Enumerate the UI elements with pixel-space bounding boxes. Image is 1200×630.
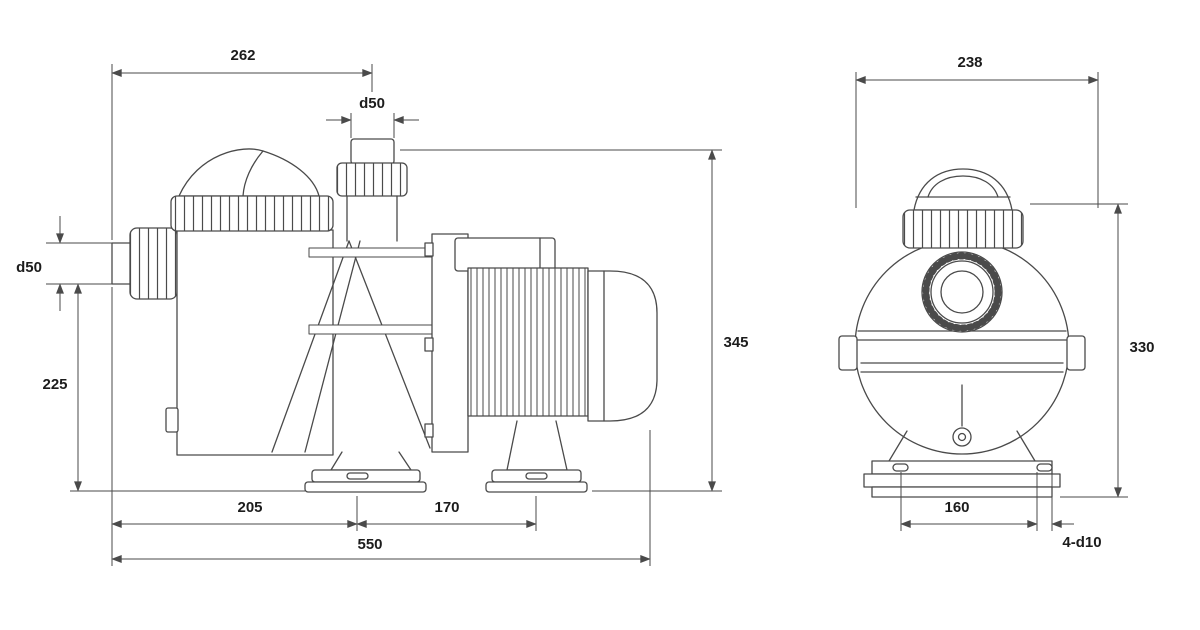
dim-label-205: 205 xyxy=(237,499,262,516)
dim-d50-inlet: d50 xyxy=(16,216,112,311)
dim-345: 345 xyxy=(400,149,749,492)
left-union-stub xyxy=(838,335,858,371)
base-front xyxy=(863,430,1061,498)
drain-tap xyxy=(165,407,179,433)
motor xyxy=(424,233,658,453)
dim-label-225: 225 xyxy=(42,376,67,393)
dim-238: 238 xyxy=(855,54,1099,208)
strainer-tank xyxy=(165,148,334,456)
rear-foot-slot xyxy=(525,472,548,480)
left-bolt-slot xyxy=(892,463,909,472)
front-foot-slot xyxy=(346,472,369,480)
motor-end-bell xyxy=(587,270,658,422)
drain-plug xyxy=(952,427,972,447)
front-view-dimensions: 238 330 160 4-d10 xyxy=(855,54,1155,551)
dim-262: 262 xyxy=(111,47,373,566)
dim-label-330: 330 xyxy=(1129,339,1154,356)
dim-225: 225 xyxy=(42,283,305,492)
dim-label-160: 160 xyxy=(944,499,969,516)
dim-label-238: 238 xyxy=(957,54,982,71)
suction-port xyxy=(111,227,178,300)
dim-330: 330 xyxy=(1030,203,1155,498)
tank-front xyxy=(838,239,1086,455)
discharge-port xyxy=(336,138,408,242)
dim-160: 160 xyxy=(900,472,1038,531)
side-view xyxy=(111,138,658,493)
dim-label-4d10: 4-d10 xyxy=(1062,534,1101,551)
base-feet xyxy=(304,420,588,493)
union-port-front xyxy=(921,251,1003,333)
dim-4d10: 4-d10 xyxy=(1051,472,1102,551)
dim-170: 170 xyxy=(356,496,537,531)
motor-fins xyxy=(467,267,589,417)
dim-label-262: 262 xyxy=(230,47,255,64)
side-view-dimensions: 262 d50 d50 225 345 xyxy=(16,47,749,566)
right-bolt-slot xyxy=(1036,463,1053,472)
lid-front xyxy=(902,168,1024,249)
dim-550: 550 xyxy=(111,430,651,566)
dim-label-d50-inlet: d50 xyxy=(16,259,42,276)
dim-label-d50-outlet: d50 xyxy=(359,95,385,112)
front-view xyxy=(838,168,1086,498)
dim-205: 205 xyxy=(111,496,358,531)
dim-label-550: 550 xyxy=(357,536,382,553)
dim-label-345: 345 xyxy=(723,334,748,351)
dim-label-170: 170 xyxy=(434,499,459,516)
pump-casing-cone xyxy=(271,240,431,453)
motor-flange xyxy=(431,233,469,453)
dim-d50-outlet: d50 xyxy=(326,95,419,138)
right-union-stub xyxy=(1066,335,1086,371)
